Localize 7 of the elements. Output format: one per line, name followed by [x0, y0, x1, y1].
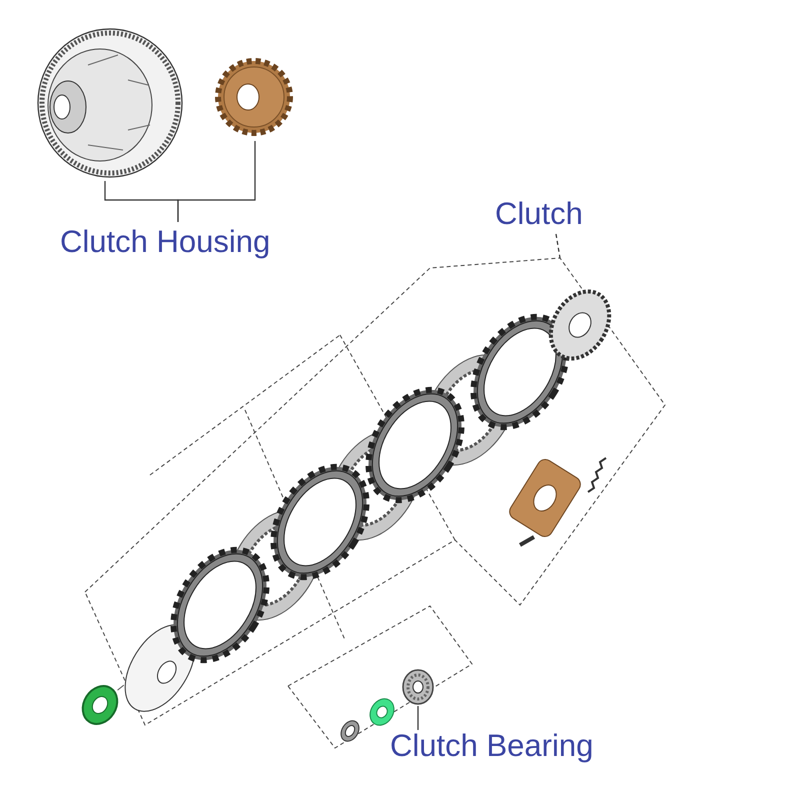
leader-line — [417, 706, 419, 730]
leader-line — [177, 141, 256, 222]
bearing-drawing — [400, 668, 436, 706]
part-label: Clutch — [495, 195, 584, 233]
part-label: Clutch Bearing — [390, 727, 594, 765]
leader-line — [555, 234, 561, 258]
part-label: Clutch Housing — [60, 223, 272, 261]
